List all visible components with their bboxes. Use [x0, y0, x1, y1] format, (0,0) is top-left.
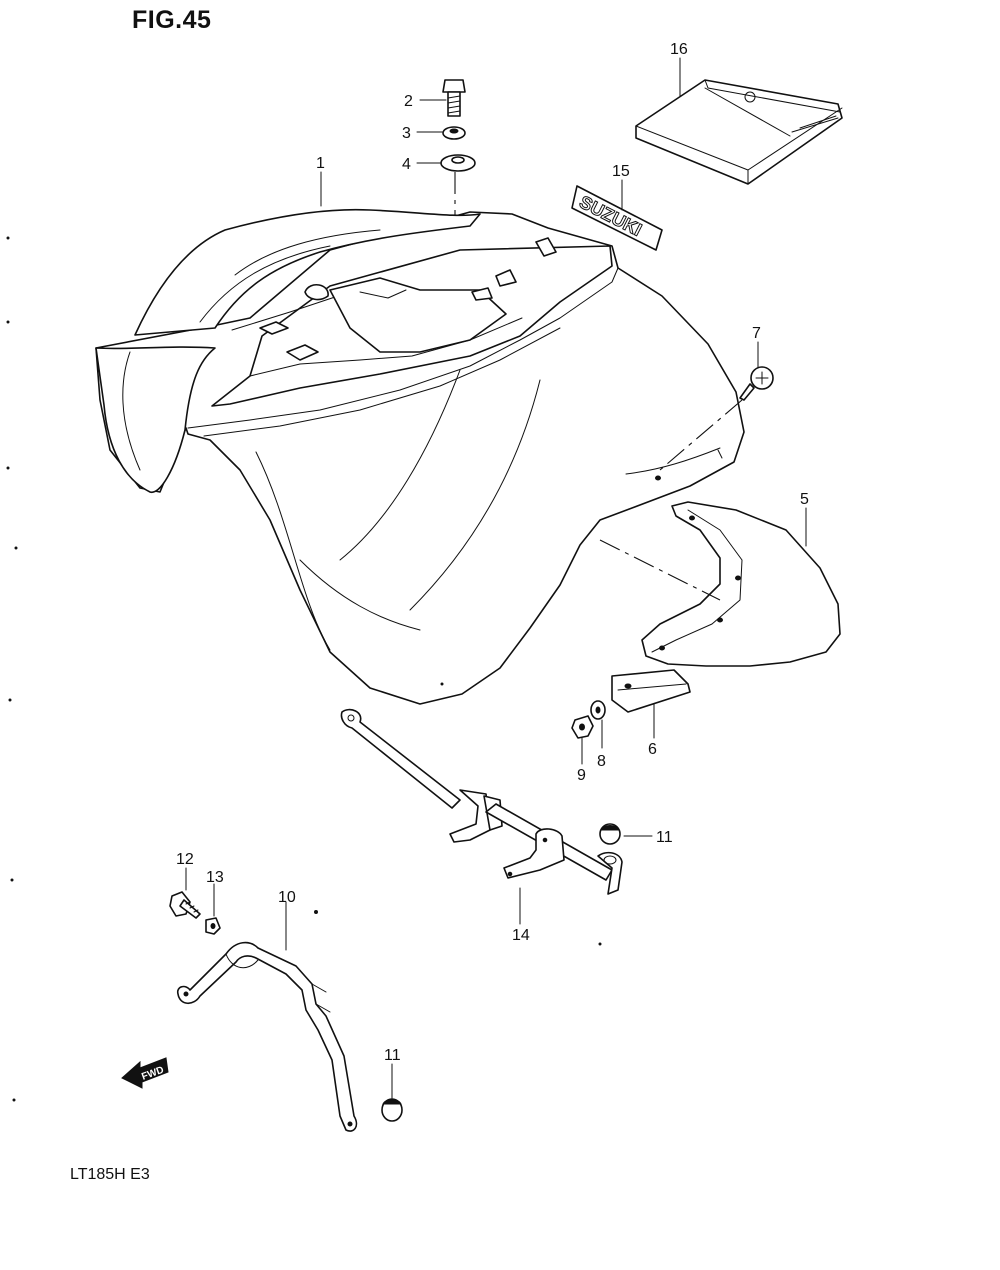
bolt-part-2[interactable]: [442, 79, 466, 117]
mud-flap-part-5[interactable]: [641, 501, 841, 667]
callout-3: 3: [402, 125, 411, 142]
callout-16: 16: [670, 41, 688, 58]
callout-7: 7: [752, 325, 761, 342]
callout-4: 4: [402, 156, 411, 173]
callout-labels: 1 2 3 4 16 15 7 5 6 8 9 11 12 13 10 14 1…: [176, 41, 809, 1064]
scan-marks: [6, 236, 602, 1102]
assembly-line-5: [599, 539, 721, 601]
flap-plate-part-6[interactable]: [611, 669, 691, 713]
cap-part-11-lower[interactable]: [381, 1098, 403, 1122]
callout-13: 13: [206, 869, 224, 886]
nut-part-9[interactable]: [571, 715, 594, 739]
callout-9: 9: [577, 767, 586, 784]
callout-11-lower: 11: [384, 1047, 401, 1064]
callout-5: 5: [800, 491, 809, 508]
callout-14: 14: [512, 927, 530, 944]
bolt-part-12[interactable]: [169, 891, 201, 919]
callout-11-upper: 11: [656, 829, 673, 846]
assembly-line-7: [659, 399, 743, 471]
washer-part-3[interactable]: [442, 126, 466, 140]
nut-part-13[interactable]: [205, 917, 221, 935]
leader-lines: [185, 57, 807, 1099]
callout-1: 1: [316, 155, 325, 172]
cap-part-11-upper[interactable]: [599, 823, 621, 845]
callout-6: 6: [648, 741, 657, 758]
washer-part-8[interactable]: [590, 700, 606, 720]
forward-direction-arrow: FWD: [121, 1057, 169, 1089]
cushion-part-4[interactable]: [440, 154, 476, 172]
brace-part-14[interactable]: [340, 708, 623, 895]
bracket-part-10[interactable]: [176, 941, 358, 1132]
model-code: LT185H E3: [70, 1166, 150, 1183]
callout-8: 8: [597, 753, 606, 770]
callout-12: 12: [176, 851, 194, 868]
callout-10: 10: [278, 889, 296, 906]
callout-2: 2: [404, 93, 413, 110]
figure-title: FIG.45: [132, 6, 212, 34]
rear-fender-part-1[interactable]: [95, 208, 745, 705]
screw-part-7[interactable]: [739, 366, 774, 401]
callout-15: 15: [612, 163, 630, 180]
tool-bag-part-16[interactable]: [635, 79, 843, 185]
